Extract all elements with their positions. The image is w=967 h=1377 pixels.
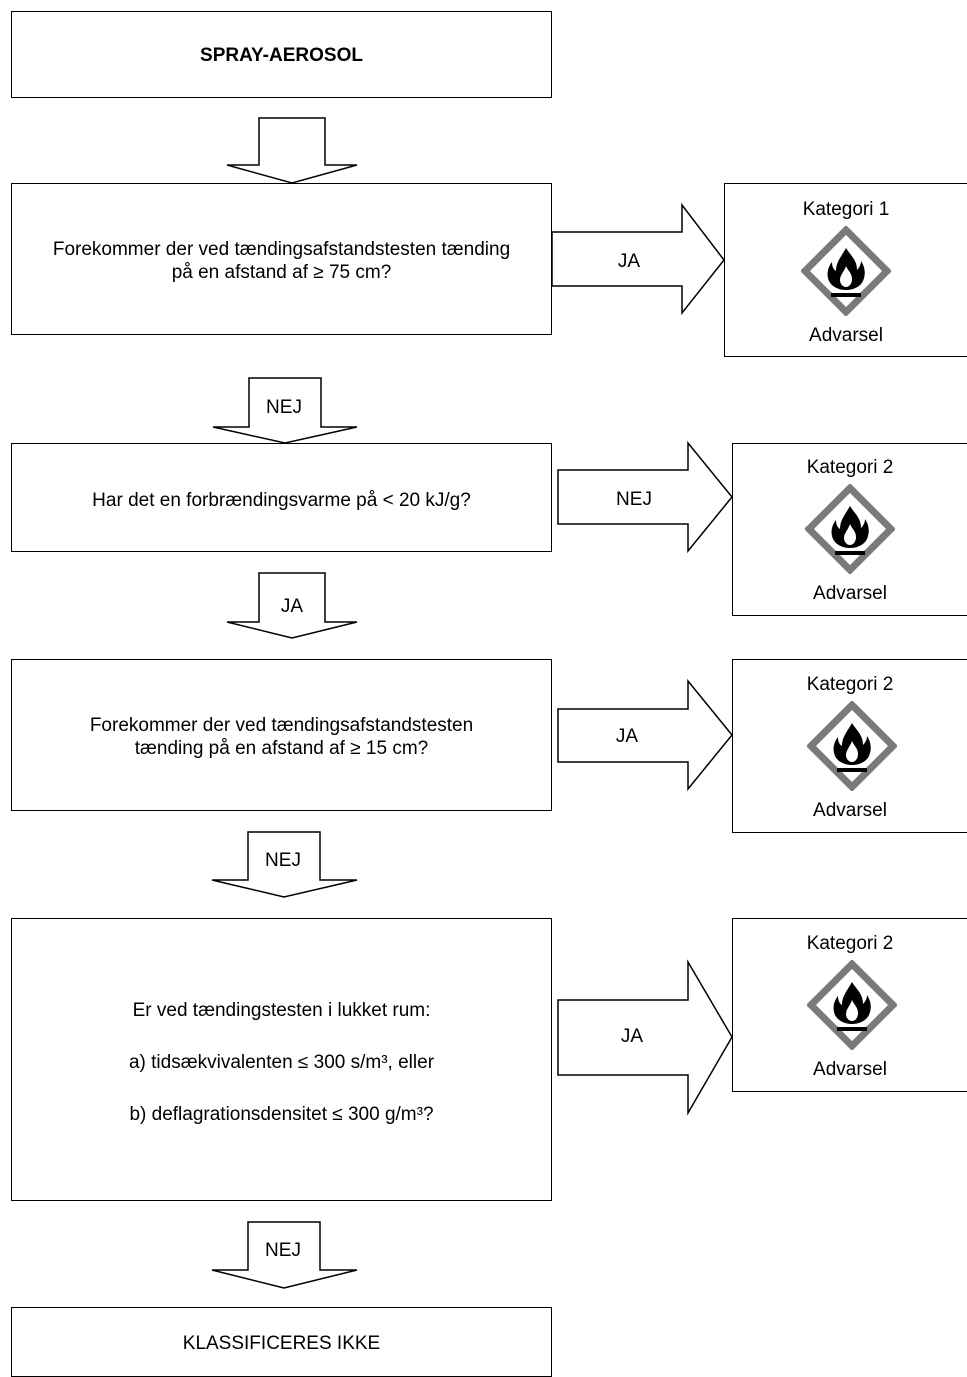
flame-pictogram-icon <box>807 701 897 791</box>
question-text-2: Har det en forbrændingsvarme på < 20 kJ/… <box>12 489 551 512</box>
flame-pictogram-icon <box>801 226 891 316</box>
question-text-1: Forekommer der ved tændingsafstandsteste… <box>12 238 551 284</box>
side-arrow-label-2: NEJ <box>616 489 652 510</box>
question-2-line-1: Har det en forbrændingsvarme på < 20 kJ/… <box>92 490 471 511</box>
right-arrow-3 <box>557 678 733 792</box>
down-arrow-5 <box>211 1221 358 1289</box>
category-signal-2: Advarsel <box>813 583 887 604</box>
side-arrow-label-4: JA <box>620 1026 644 1047</box>
down-arrow-label-4: NEJ <box>265 850 301 871</box>
question-box-3: Forekommer der ved tændingsafstandsteste… <box>11 659 552 811</box>
question-1-line-1: Forekommer der ved tændingsafstandsteste… <box>52 239 511 260</box>
category-box-4: Kategori 2 Advarsel <box>732 918 967 1092</box>
question-box-2: Har det en forbrændingsvarme på < 20 kJ/… <box>11 443 552 552</box>
category-box-1: Kategori 1 Advarsel <box>724 183 967 357</box>
question-box-1: Forekommer der ved tændingsafstandsteste… <box>11 183 552 335</box>
right-arrow-2 <box>557 440 733 554</box>
category-box-2: Kategori 2 Advarsel <box>732 443 967 616</box>
down-arrow-1 <box>226 117 358 184</box>
question-1-line-2: på en afstand af ≥ 75 cm? <box>171 262 392 283</box>
question-3-line-1: Forekommer der ved tændingsafstandsteste… <box>89 715 474 736</box>
start-title: SPRAY-AEROSOL <box>200 45 363 66</box>
category-signal-1: Advarsel <box>809 325 883 346</box>
category-title-3: Kategori 2 <box>806 674 894 695</box>
down-arrow-2 <box>212 377 358 444</box>
category-box-3: Kategori 2 Advarsel <box>732 659 967 833</box>
category-signal-4: Advarsel <box>813 1059 887 1080</box>
side-arrow-label-1: JA <box>617 251 641 272</box>
category-title-2: Kategori 2 <box>806 457 894 478</box>
question-3-line-2: tænding på en afstand af ≥ 15 cm? <box>134 738 429 759</box>
right-arrow-1 <box>551 202 725 316</box>
question-4-line-1: Er ved tændingstesten i lukket rum: <box>132 1000 431 1021</box>
flame-pictogram-icon <box>805 484 895 574</box>
question-4-line-3: b) deflagrationsdensitet ≤ 300 g/m³? <box>129 1104 434 1125</box>
flame-pictogram-icon <box>807 960 897 1050</box>
down-arrow-4 <box>211 831 358 898</box>
down-arrow-3 <box>226 572 358 639</box>
question-text-3: Forekommer der ved tændingsafstandsteste… <box>12 714 551 760</box>
down-arrow-label-2: NEJ <box>266 397 302 418</box>
start-box: SPRAY-AEROSOL <box>11 11 552 98</box>
category-signal-3: Advarsel <box>813 800 887 821</box>
down-arrow-label-5: NEJ <box>265 1240 301 1261</box>
side-arrow-label-3: JA <box>615 726 639 747</box>
category-title-4: Kategori 2 <box>806 933 894 954</box>
result-label: KLASSIFICERES IKKE <box>182 1333 381 1354</box>
down-arrow-label-3: JA <box>280 596 304 617</box>
category-title-1: Kategori 1 <box>802 199 890 220</box>
question-box-4: Er ved tændingstesten i lukket rum: a) t… <box>11 918 552 1201</box>
question-4-line-2: a) tidsækvivalenten ≤ 300 s/m³, eller <box>128 1052 435 1073</box>
right-arrow-4 <box>557 959 733 1116</box>
